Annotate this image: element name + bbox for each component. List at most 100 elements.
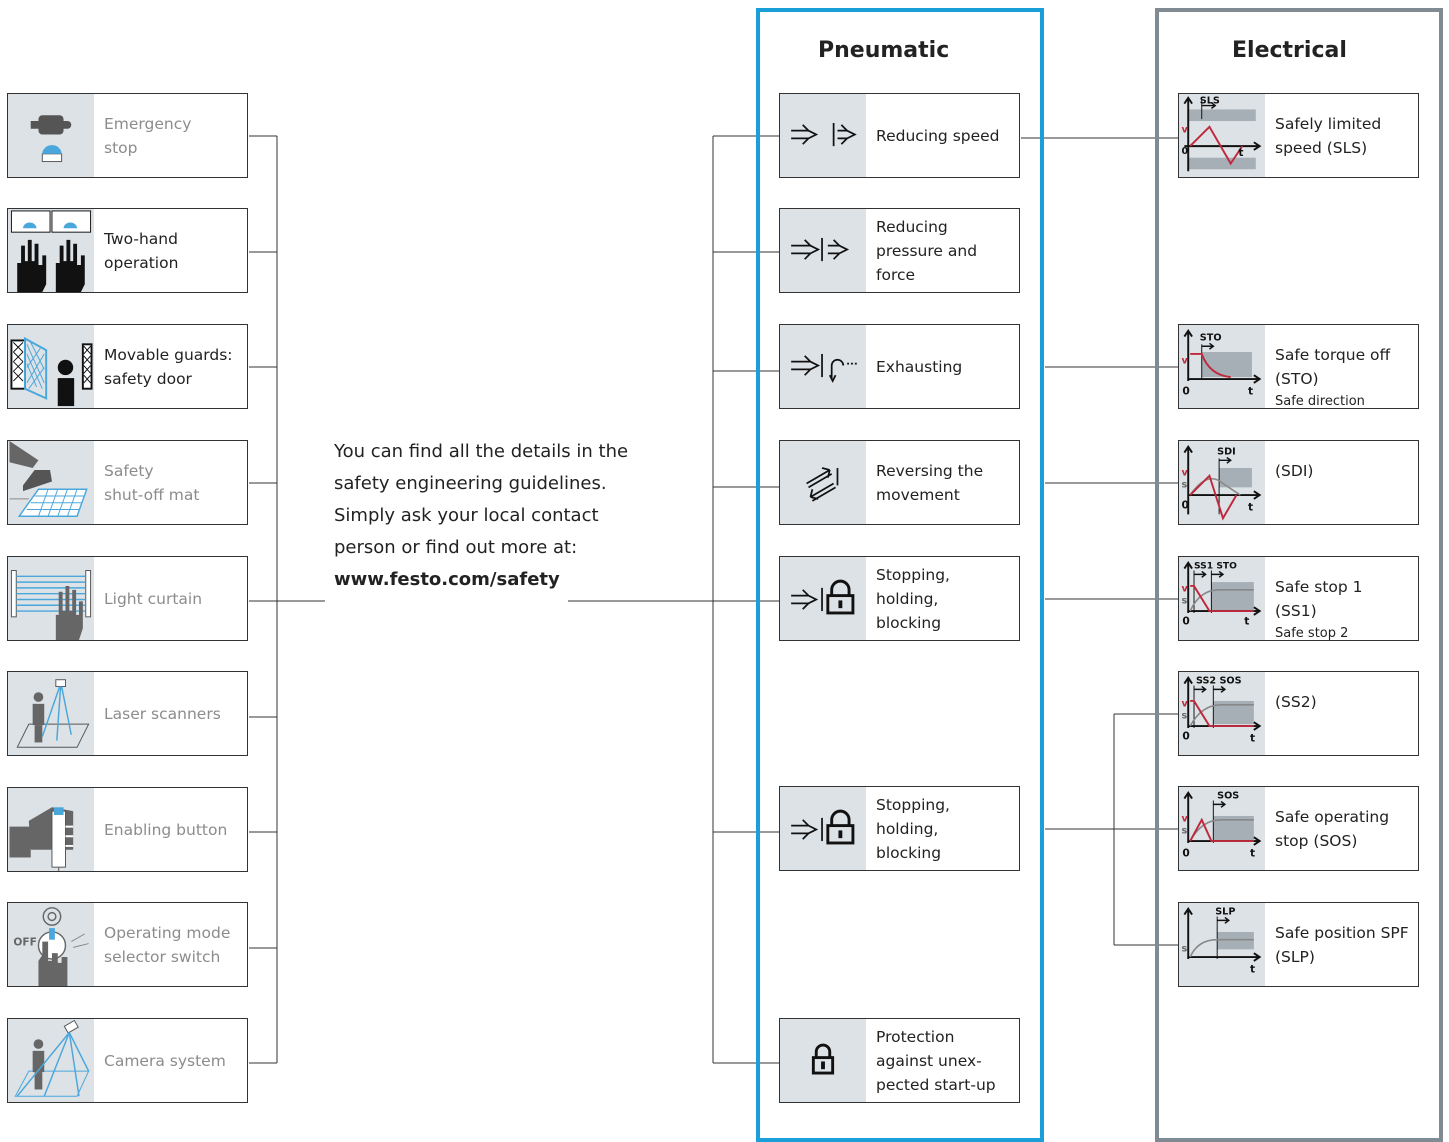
- two-hand-icon: [8, 209, 94, 292]
- svg-text:t: t: [1250, 731, 1255, 744]
- laser-scanner-icon: [8, 672, 94, 755]
- pneumatic-frame: [756, 8, 1044, 1142]
- pneumatic-reducing-pressure[interactable]: Reducing pressure and force: [779, 208, 1020, 293]
- svg-text:t: t: [1248, 500, 1253, 513]
- pneumatic-label: Reversing the movement: [876, 461, 984, 504]
- svg-text:0: 0: [1181, 146, 1188, 157]
- svg-text:v: v: [1181, 584, 1188, 595]
- electrical-sto[interactable]: STO v 0 t Safe torque off (STO) Safe dir…: [1178, 324, 1419, 409]
- svg-text:t: t: [1244, 615, 1249, 628]
- sensor-label: Laser scanners: [104, 704, 221, 723]
- pneumatic-reducing-speed[interactable]: Reducing speed: [779, 93, 1020, 178]
- pneumatic-protection-startup[interactable]: Protection against unex- pected start-up: [779, 1018, 1020, 1103]
- camera-system-icon: [8, 1019, 94, 1102]
- sensor-camera-system[interactable]: Camera system: [7, 1018, 248, 1103]
- ss2-graph-icon: SS2 SOS v s 0 t: [1179, 672, 1265, 755]
- svg-text:s: s: [1181, 479, 1187, 490]
- graph-tag: SS2 SOS: [1196, 676, 1242, 687]
- safety-door-icon: [8, 325, 94, 408]
- svg-text:v: v: [1181, 356, 1188, 367]
- svg-text:0: 0: [1182, 846, 1189, 859]
- sensor-emergency-stop[interactable]: Emergency stop: [7, 93, 248, 178]
- svg-text:t: t: [1250, 962, 1255, 975]
- electrical-label: Safely limited speed (SLS): [1275, 114, 1382, 157]
- pneumatic-label: Reducing pressure and force: [876, 217, 978, 284]
- enabling-button-icon: [8, 788, 94, 871]
- sensor-two-hand[interactable]: Two-hand operation: [7, 208, 248, 293]
- pneumatic-label: Exhausting: [876, 357, 963, 376]
- mode-selector-icon: OFF: [8, 903, 94, 986]
- info-text-block: You can find all the details in the safe…: [334, 436, 664, 596]
- electrical-label: (SS2): [1275, 693, 1317, 711]
- electrical-sdi[interactable]: SDI v s 0 t (SDI): [1178, 440, 1419, 525]
- sensor-label: Two-hand operation: [104, 229, 179, 272]
- svg-text:t: t: [1250, 846, 1255, 859]
- svg-text:t: t: [1248, 384, 1253, 397]
- sensor-shut-off-mat[interactable]: Safety shut-off mat: [7, 440, 248, 525]
- electrical-sos[interactable]: SOS v s 0 t Safe operating stop (SOS): [1178, 786, 1419, 871]
- sensor-laser-scanner[interactable]: Laser scanners: [7, 671, 248, 756]
- electrical-slp[interactable]: SLP s t Safe position SPF (SLP): [1178, 902, 1419, 987]
- pneumatic-stopping-1[interactable]: Stopping, holding, blocking: [779, 556, 1020, 641]
- safe-direction-caption: Safe direction: [1275, 394, 1365, 409]
- sensor-safety-door[interactable]: Movable guards: safety door: [7, 324, 248, 409]
- svg-text:t: t: [1238, 146, 1243, 159]
- graph-tag: STO: [1200, 332, 1222, 343]
- svg-text:v: v: [1181, 468, 1188, 479]
- reducing-speed-icon: [780, 94, 866, 177]
- reversing-icon: [780, 441, 866, 524]
- pneumatic-heading: Pneumatic: [818, 38, 950, 63]
- lock-icon: [780, 787, 866, 870]
- electrical-label: Safe stop 1 (SS1): [1275, 578, 1363, 620]
- sensor-label: Safety shut-off mat: [104, 461, 200, 504]
- electrical-label: Safe position SPF (SLP): [1275, 923, 1409, 966]
- info-url-link[interactable]: www.festo.com/safety: [334, 569, 560, 590]
- svg-text:s: s: [1181, 825, 1187, 836]
- electrical-ss2[interactable]: SS2 SOS v s 0 t (SS2): [1178, 671, 1419, 756]
- pneumatic-label: Stopping, holding, blocking: [876, 565, 950, 632]
- pneumatic-label: Reducing speed: [876, 126, 1000, 145]
- slp-graph-icon: SLP s t: [1179, 903, 1265, 986]
- electrical-label: Safe operating stop (SOS): [1275, 807, 1390, 850]
- electrical-frame: [1155, 8, 1443, 1142]
- electrical-ss1[interactable]: SS1 STO v s 0 t Safe stop 1 (SS1) Safe s…: [1178, 556, 1419, 641]
- pneumatic-stopping-2[interactable]: Stopping, holding, blocking: [779, 786, 1020, 871]
- pneumatic-reversing[interactable]: Reversing the movement: [779, 440, 1020, 525]
- pneumatic-exhausting[interactable]: Exhausting: [779, 324, 1020, 409]
- svg-text:0: 0: [1181, 499, 1188, 512]
- svg-text:s: s: [1181, 710, 1187, 721]
- electrical-sls[interactable]: SLS v 0 t Safely limited speed (SLS): [1178, 93, 1419, 178]
- lock-icon: [780, 1019, 866, 1102]
- sensor-label: Light curtain: [104, 589, 203, 608]
- svg-text:s: s: [1181, 943, 1187, 954]
- svg-text:0: 0: [1182, 730, 1189, 743]
- graph-tag: SS1 STO: [1194, 561, 1237, 572]
- svg-text:0: 0: [1182, 615, 1189, 628]
- sdi-graph-icon: SDI v s 0 t: [1179, 441, 1265, 524]
- sensor-light-curtain[interactable]: Light curtain: [7, 556, 248, 641]
- sensor-label: Enabling button: [104, 820, 228, 839]
- exhausting-icon: [780, 325, 866, 408]
- sensor-label: Emergency stop: [104, 114, 192, 157]
- graph-tag: SOS: [1217, 791, 1239, 802]
- graph-tag: SLP: [1215, 907, 1235, 918]
- light-curtain-icon: [8, 557, 94, 640]
- electrical-heading: Electrical: [1232, 38, 1347, 63]
- sensor-label: Operating mode selector switch: [104, 923, 231, 966]
- svg-text:s: s: [1181, 595, 1187, 606]
- graph-tag: SDI: [1217, 447, 1236, 458]
- info-text: You can find all the details in the safe…: [334, 441, 629, 558]
- pneumatic-label: Stopping, holding, blocking: [876, 795, 950, 862]
- sensor-enabling-button[interactable]: Enabling button: [7, 787, 248, 872]
- safe-stop-2-caption: Safe stop 2: [1275, 626, 1349, 641]
- emergency-stop-icon: [8, 94, 94, 177]
- svg-text:0: 0: [1182, 384, 1189, 397]
- electrical-label: Safe torque off (STO): [1275, 346, 1391, 388]
- svg-text:OFF: OFF: [13, 935, 37, 948]
- sensor-mode-selector[interactable]: OFF Operating mode selector switch: [7, 902, 248, 987]
- pneumatic-label: Protection against unex- pected start-up: [876, 1027, 996, 1094]
- sls-graph-icon: SLS v 0 t: [1179, 94, 1265, 177]
- sensor-label: Movable guards: safety door: [104, 345, 233, 388]
- sos-graph-icon: SOS v s 0 t: [1179, 787, 1265, 870]
- svg-text:v: v: [1181, 699, 1188, 710]
